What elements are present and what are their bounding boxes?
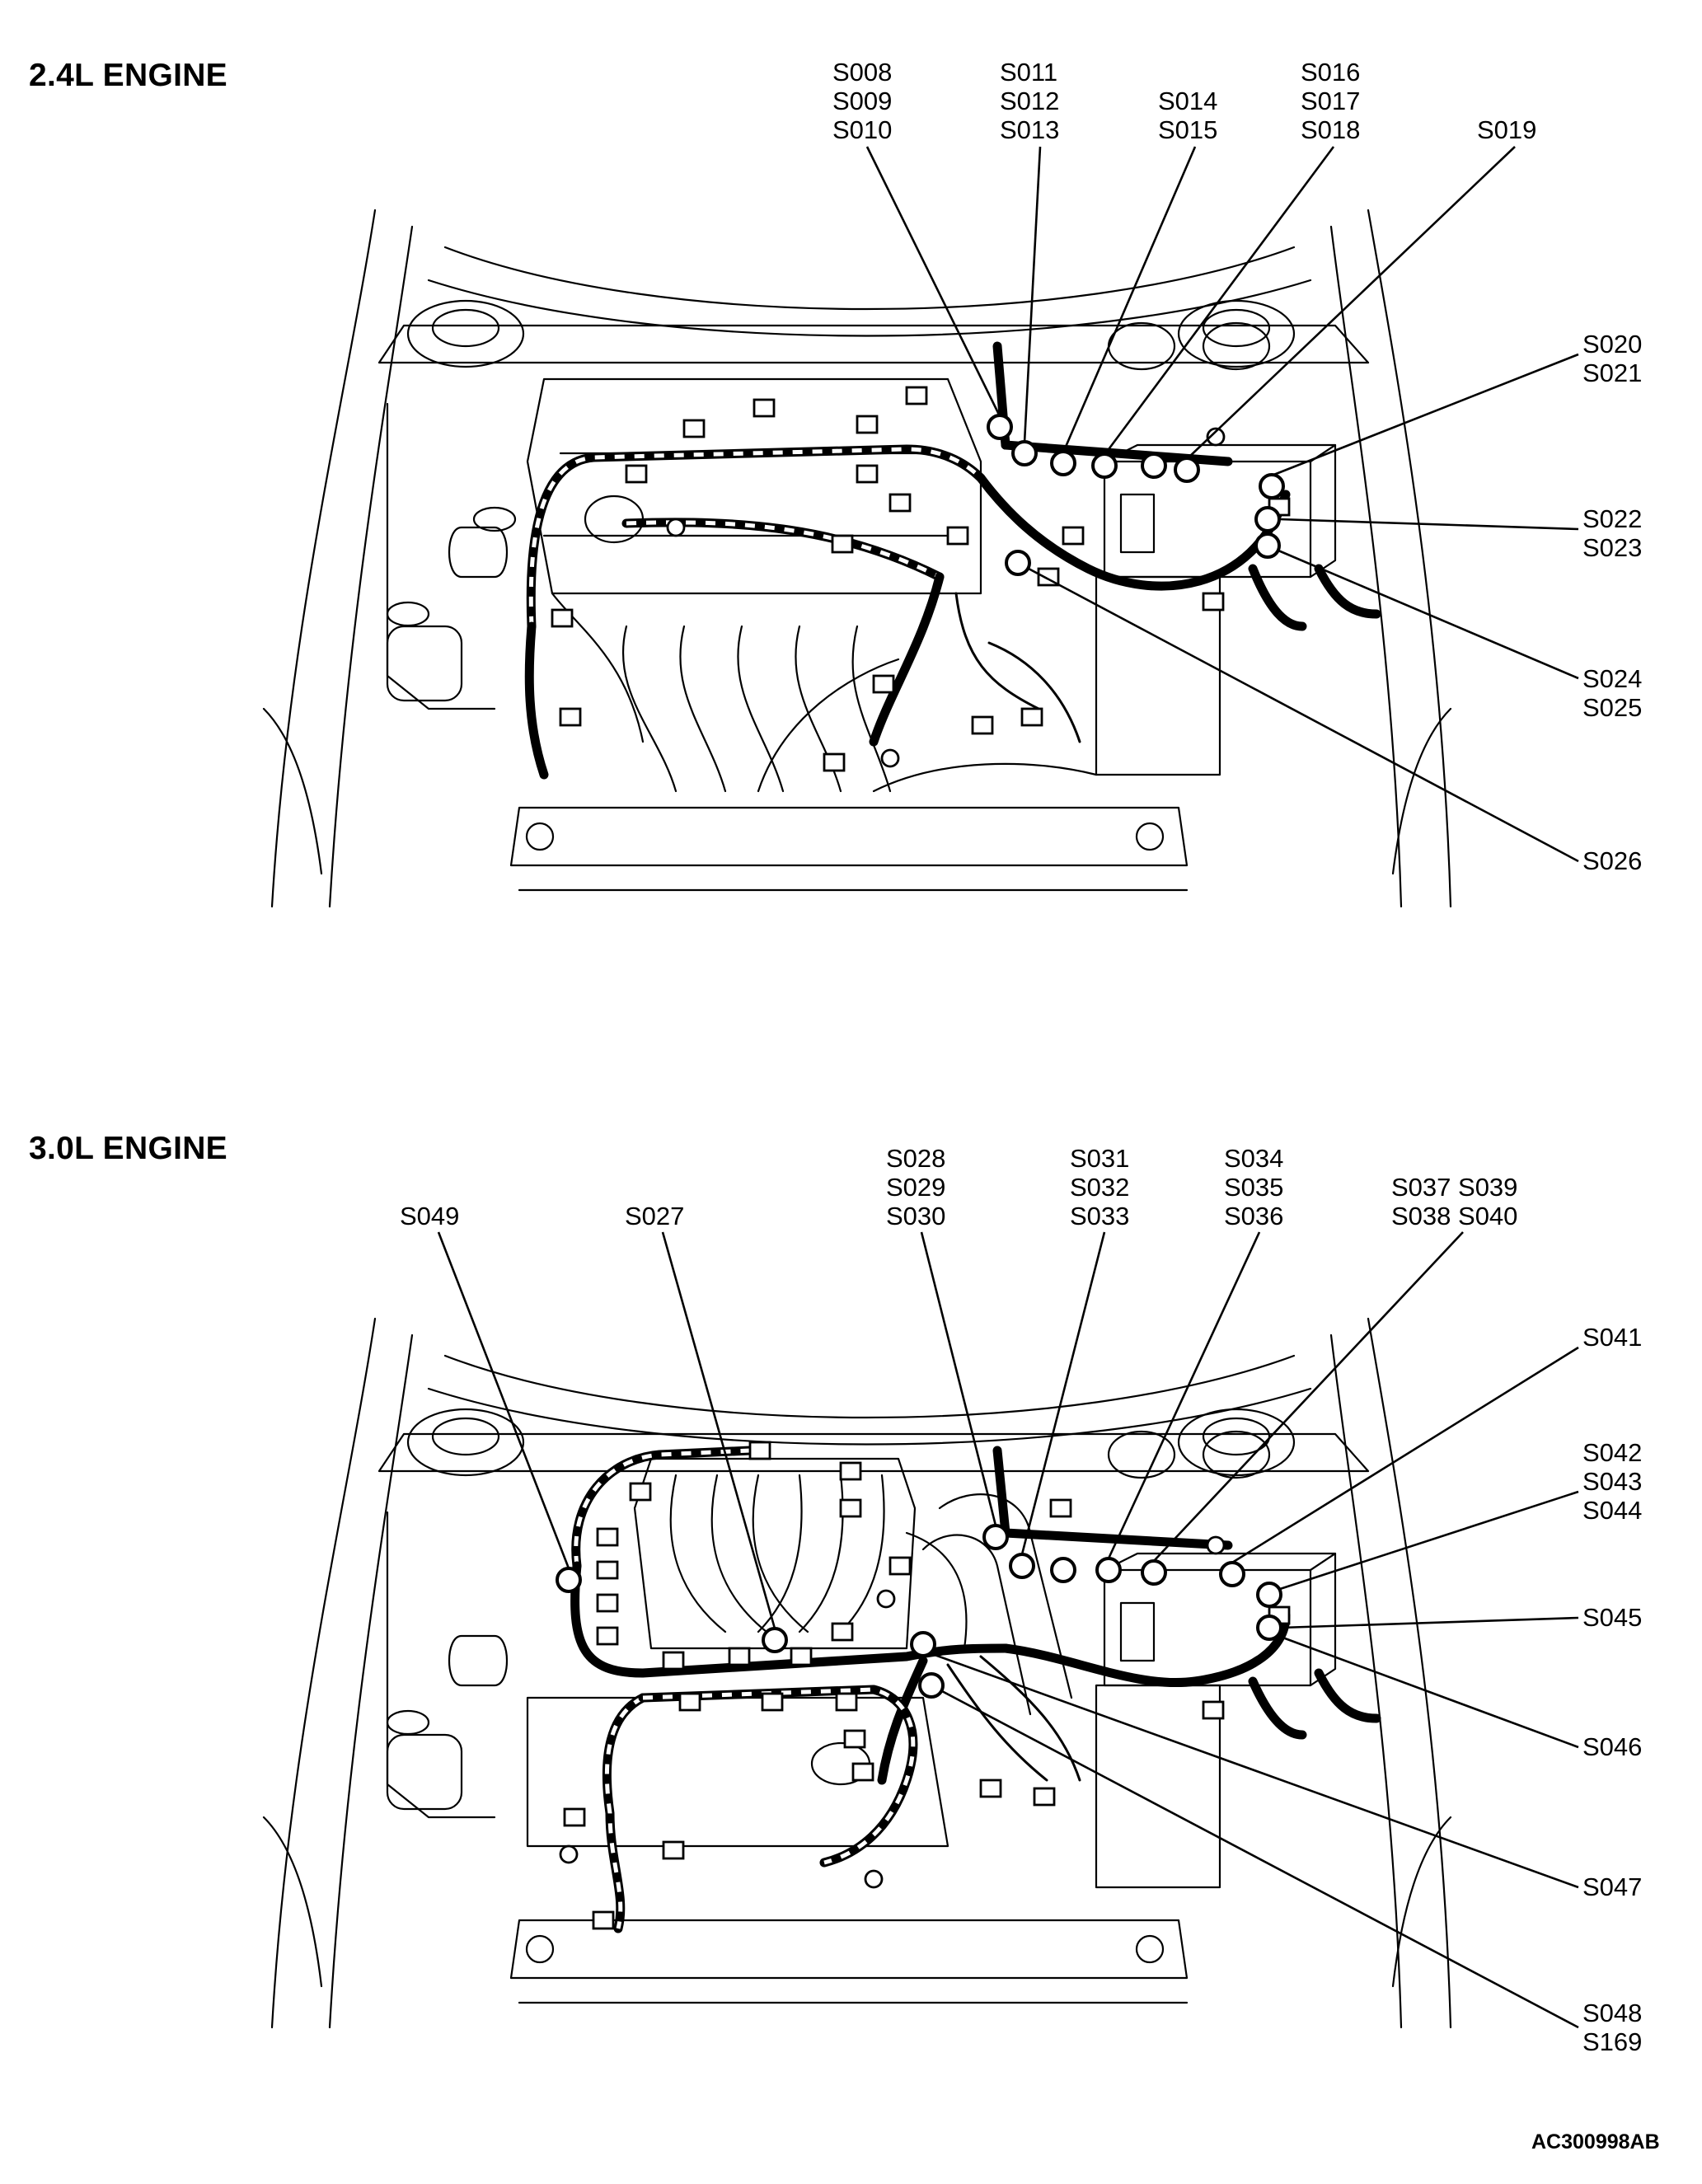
callout-s014-s015: S014 S015 (1158, 87, 1218, 144)
figure-code: AC300998AB (1531, 2130, 1660, 2154)
callout-s049: S049 (400, 1202, 460, 1230)
panel-title-3-0l: 3.0L ENGINE (29, 1131, 227, 1166)
callout-s045: S045 (1582, 1603, 1643, 1632)
callout-s028-s030: S028 S029 S030 (886, 1144, 946, 1230)
callout-s041: S041 (1582, 1323, 1643, 1352)
callout-s026: S026 (1582, 846, 1643, 875)
callout-s020-s021: S020 S021 (1582, 330, 1643, 387)
panel-title-2-4l: 2.4L ENGINE (29, 58, 227, 93)
callout-s019: S019 (1477, 115, 1537, 144)
engine-3-0l-illustration (262, 1231, 1579, 2029)
callout-s008-s010: S008 S009 S010 (832, 58, 893, 144)
callout-s042-s044: S042 S043 S044 (1582, 1438, 1643, 1525)
callout-s022-s023: S022 S023 (1582, 504, 1643, 562)
callout-s027: S027 (625, 1202, 685, 1230)
callout-s046: S046 (1582, 1732, 1643, 1761)
callout-s024-s025: S024 S025 (1582, 664, 1643, 722)
callout-s016-s018: S016 S017 S018 (1301, 58, 1361, 144)
callout-s048-s169: S048 S169 (1582, 1999, 1643, 2056)
callout-s011-s013: S011 S012 S013 (1000, 58, 1060, 144)
engine-2-4l-illustration (262, 146, 1579, 908)
callout-s031-s033: S031 S032 S033 (1070, 1144, 1130, 1230)
callout-s047: S047 (1582, 1872, 1643, 1901)
callout-s034-s036: S034 S035 S036 (1224, 1144, 1284, 1230)
callout-s037-s040: S037 S039 S038 S040 (1391, 1173, 1518, 1230)
